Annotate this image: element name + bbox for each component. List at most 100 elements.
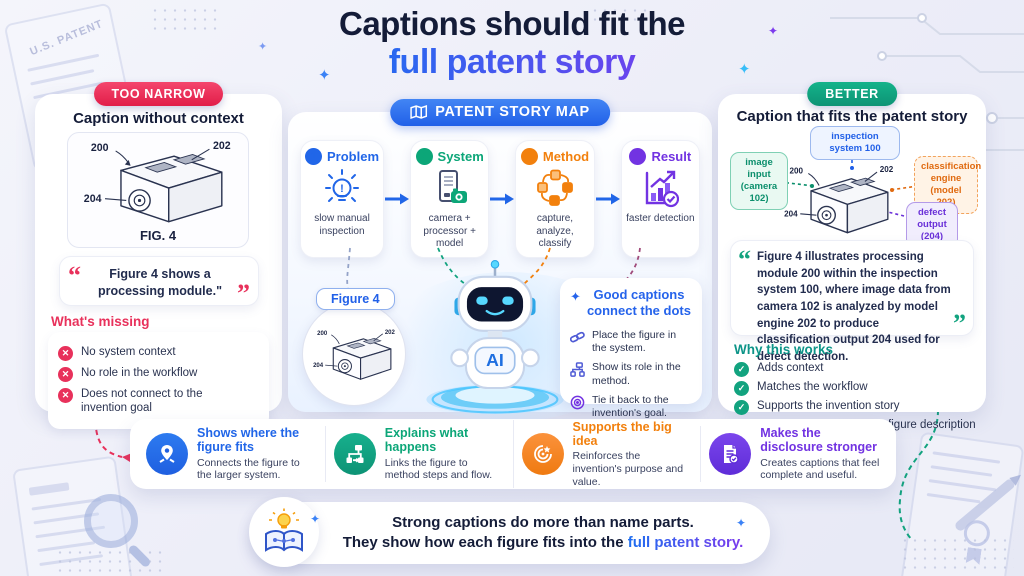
dot-grid-decoration — [55, 548, 165, 572]
benefit-supports-idea: Supports the big idea Reinforces the inv… — [512, 419, 701, 489]
open-quote-icon: “ — [68, 261, 81, 290]
arrow-right-icon — [595, 193, 620, 205]
footer-line-1: Strong captions do more than name parts. — [392, 513, 694, 531]
figure-number-202: 202 — [213, 140, 231, 152]
good-caption-item: Place the figure in the system. — [570, 329, 692, 355]
good-caption-item: Show its role in the method. — [570, 361, 692, 387]
step-desc: capture, analyze, classify — [536, 213, 574, 249]
patent-cube-drawing-right: 200 202 204 — [784, 165, 894, 234]
step-desc: slow manual inspection — [314, 213, 370, 237]
sparkle-icon: ✦ — [570, 289, 581, 304]
step-card-problem: 1 Problem ! slow manual inspection — [300, 140, 384, 258]
story-map-badge: PATENT STORY MAP — [390, 99, 610, 126]
figure4-label: Figure 4 — [316, 288, 395, 310]
story-steps: 1 Problem ! slow manual inspection 2 Sys… — [300, 140, 700, 258]
too-narrow-panel: TOO NARROW Caption without context — [35, 82, 282, 429]
benefit-shows-where: Shows where the figure fits Connects the… — [138, 426, 325, 482]
figure-caption: FIG. 4 — [139, 228, 177, 243]
svg-text:!: ! — [340, 183, 344, 195]
figure-number-204: 204 — [784, 210, 798, 219]
title-line-2: full patent story — [232, 43, 792, 81]
benefit-desc: Reinforces the invention's purpose and v… — [572, 450, 684, 488]
flowchart-icon — [333, 433, 376, 475]
sparkle-icon: ✦ — [736, 516, 747, 530]
close-quote-icon: ” — [953, 309, 966, 338]
x-circle-icon: ✕ — [58, 388, 73, 403]
benefit-title: Makes the disclosure stronger — [760, 426, 877, 455]
us-patent-label: U.S. PATENT — [28, 17, 105, 59]
sparkle-icon: ✦ — [310, 512, 321, 526]
lightbulb-icon: ! — [325, 169, 359, 202]
whats-missing-list: ✕ No system context ✕ No role in the wor… — [48, 332, 269, 429]
x-circle-icon: ✕ — [58, 367, 73, 382]
works-item: ✓ Adds context — [734, 361, 976, 377]
story-map-badge-label: PATENT STORY MAP — [435, 104, 590, 120]
step-number: 3 — [520, 148, 538, 165]
arrow-right-icon — [385, 193, 409, 205]
step-number: 2 — [415, 148, 433, 165]
figure-number-204: 204 — [313, 363, 324, 369]
step-desc: faster detection — [626, 213, 695, 224]
works-item: ✓ Supports the invention story — [734, 399, 976, 415]
why-this-works-title: Why this works — [734, 342, 834, 357]
title-line-1: Captions should fit the — [339, 5, 685, 42]
ai-robot: AI — [426, 260, 564, 414]
benefit-desc: Creates captions that feel complete and … — [760, 456, 880, 482]
footer-highlight: full patent story. — [627, 534, 744, 551]
sparkle-icon: ✦ — [318, 67, 331, 84]
step-desc: camera + processor + model — [423, 213, 476, 249]
x-circle-icon: ✕ — [58, 346, 73, 361]
target-star-icon — [521, 433, 564, 475]
story-map-panel: PATENT STORY MAP 1 Problem ! slow manual… — [288, 99, 712, 422]
process-cycle-icon — [537, 169, 573, 206]
benefits-row: Shows where the figure fits Connects the… — [130, 419, 896, 489]
magnifier-icon — [84, 494, 138, 548]
map-icon — [410, 105, 428, 119]
server-camera-icon — [438, 170, 467, 203]
ai-chest-label: AI — [486, 350, 504, 370]
document-check-icon — [709, 433, 752, 475]
page-title: Captions should fit the full patent stor… — [232, 5, 792, 81]
missing-item: ✕ No system context — [58, 345, 259, 361]
whats-missing-title: What's missing — [51, 314, 150, 329]
dot-grid-decoration — [590, 6, 650, 24]
figure-number-200: 200 — [789, 166, 803, 175]
good-captions-card: ✦ Good captions connect the dots Place t… — [560, 278, 702, 419]
benefit-title: Supports the big idea — [572, 419, 672, 449]
map-pin-icon — [146, 433, 188, 475]
close-quote-icon: ” — [237, 279, 250, 308]
target-icon — [570, 395, 585, 410]
too-narrow-badge: TOO NARROW — [93, 82, 224, 106]
figure-number-202: 202 — [385, 330, 396, 336]
callout-inspection-system: inspection system 100 — [810, 126, 900, 160]
flow-icon — [570, 362, 585, 378]
figure-number-202: 202 — [880, 165, 894, 174]
step-card-result: 4 Result faster detection — [620, 140, 700, 258]
sparkle-icon: ✦ — [738, 61, 751, 78]
step-label: System — [437, 149, 484, 164]
footer-text: Strong captions do more than name parts.… — [333, 513, 753, 554]
book-lightbulb-icon — [249, 497, 319, 567]
good-captions-title: Good captions connect the dots — [586, 287, 691, 318]
figure-number-200: 200 — [317, 331, 328, 337]
dot-grid-decoration — [150, 6, 220, 30]
callout-image-input: image input (camera 102) — [730, 152, 788, 210]
better-quote-text: Figure 4 illustrates processing module 2… — [757, 251, 951, 364]
missing-item: ✕ No role in the workflow — [58, 366, 259, 382]
better-heading: Caption that fits the patent story — [736, 108, 968, 125]
too-narrow-heading: Caption without context — [73, 110, 244, 127]
footer-banner: Strong captions do more than name parts.… — [249, 497, 770, 567]
step-label: Problem — [327, 149, 380, 164]
step-number: 4 — [629, 148, 647, 165]
step-card-method: 3 Method capture, analyze, classify — [515, 140, 595, 258]
chart-growth-icon — [646, 170, 680, 208]
benefit-explains-what: Explains what happens Links the figure t… — [324, 426, 513, 482]
check-circle-icon: ✓ — [734, 381, 749, 396]
works-item: ✓ Matches the workflow — [734, 380, 976, 396]
step-number: 1 — [305, 148, 322, 165]
benefit-stronger-disclosure: Makes the disclosure stronger Creates ca… — [700, 426, 888, 482]
benefit-desc: Connects the figure to the larger system… — [197, 456, 300, 482]
good-caption-item: Tie it back to the invention's goal. — [570, 394, 692, 420]
patent-cube-drawing: 200 202 204 — [84, 140, 231, 223]
